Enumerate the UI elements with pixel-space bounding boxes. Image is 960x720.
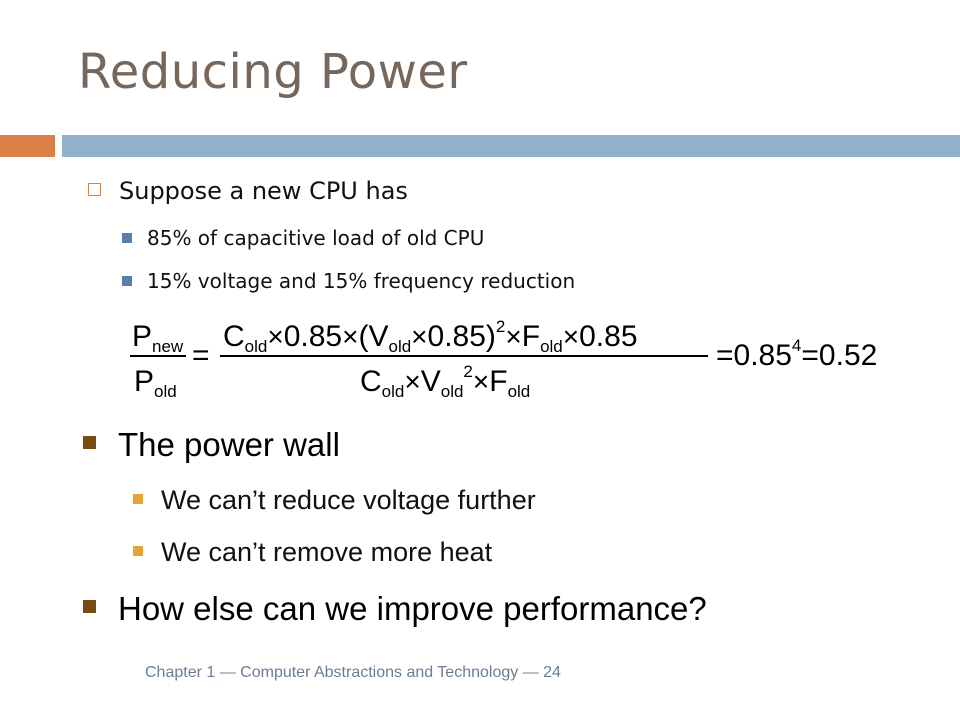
square-bullet-icon bbox=[133, 494, 143, 504]
sub-point: We can’t remove more heat bbox=[133, 537, 492, 568]
point-power-wall: The power wall bbox=[83, 426, 340, 464]
bullet-level2: 85% of capacitive load of old CPU bbox=[122, 226, 484, 250]
sub-point-text: We can’t remove more heat bbox=[161, 537, 493, 567]
sub-point: We can’t reduce voltage further bbox=[133, 485, 536, 516]
title-accent-bar-blue bbox=[62, 135, 960, 157]
slide-footer: Chapter 1 — Computer Abstractions and Te… bbox=[145, 664, 561, 681]
square-bullet-icon bbox=[83, 600, 96, 613]
square-bullet-icon bbox=[122, 233, 132, 243]
bullet-text: 15% voltage and 15% frequency reduction bbox=[147, 269, 576, 293]
bullet-text: Suppose a new CPU has bbox=[119, 177, 408, 205]
formula-result: =0.854=0.52 bbox=[716, 336, 877, 372]
square-bullet-icon bbox=[83, 436, 96, 449]
bullet-text: 85% of capacitive load of old CPU bbox=[147, 226, 485, 250]
slide-title: Reducing Power bbox=[78, 44, 468, 100]
bullet-level2: 15% voltage and 15% frequency reduction bbox=[122, 269, 575, 293]
lhs-denominator: Pold bbox=[134, 365, 177, 401]
equals-sign: = bbox=[192, 339, 210, 372]
point-text: The power wall bbox=[118, 426, 340, 463]
power-formula: Pnew Pold = Cold×0.85×(Vold×0.85)2×Fold×… bbox=[118, 300, 928, 410]
square-bullet-icon bbox=[122, 276, 132, 286]
sub-point-text: We can’t reduce voltage further bbox=[161, 485, 536, 515]
main-denominator: Cold×Vold2×Fold bbox=[360, 362, 530, 401]
point-text: How else can we improve performance? bbox=[118, 590, 707, 627]
lhs-numerator: Pnew bbox=[132, 320, 184, 356]
hollow-square-bullet-icon bbox=[88, 183, 101, 196]
title-accent-bar-orange bbox=[0, 135, 55, 157]
point-question: How else can we improve performance? bbox=[83, 590, 707, 628]
main-numerator: Cold×0.85×(Vold×0.85)2×Fold×0.85 bbox=[223, 317, 638, 356]
square-bullet-icon bbox=[133, 546, 143, 556]
bullet-level1: Suppose a new CPU has bbox=[88, 177, 408, 205]
formula-svg: Pnew Pold = Cold×0.85×(Vold×0.85)2×Fold×… bbox=[130, 317, 877, 401]
